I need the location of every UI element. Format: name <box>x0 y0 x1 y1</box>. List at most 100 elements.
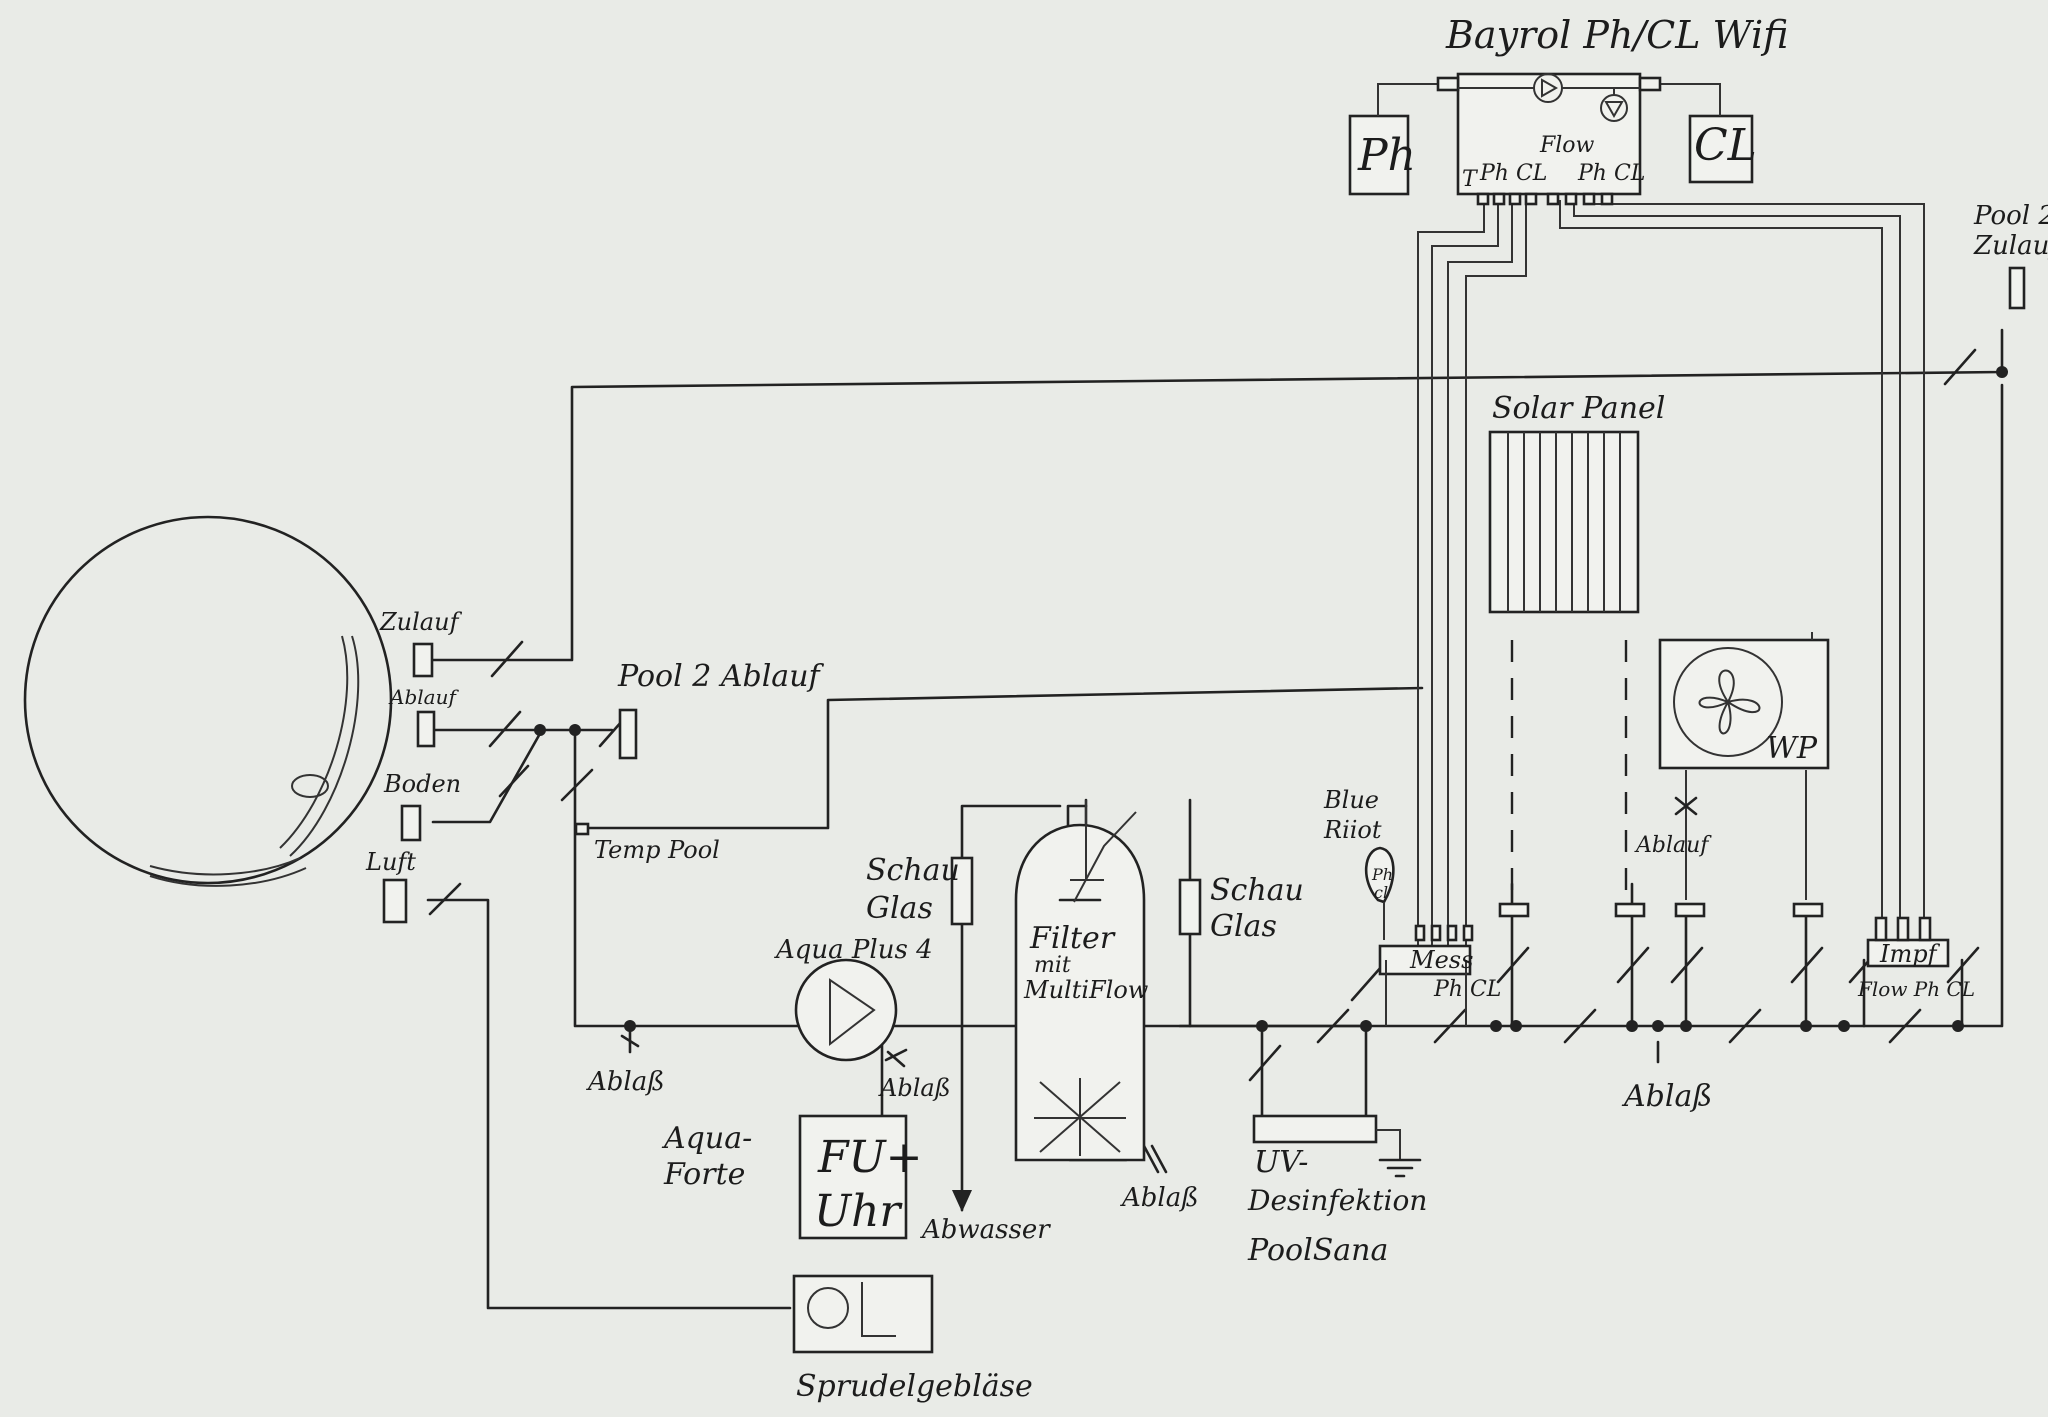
probe-cl-label: cl <box>1374 883 1388 902</box>
bayrol-controller <box>1348 72 1754 206</box>
ablauf-label: Ablauf <box>388 685 459 709</box>
temp-pool-label: Temp Pool <box>594 836 720 864</box>
pipe-return <box>1178 383 2004 1028</box>
sight-glass-left <box>950 856 974 926</box>
pool-bench <box>149 857 301 876</box>
mess-phcl-label: Ph CL <box>1433 977 1501 1002</box>
pool2-zulauf-label-2: Zulauf <box>1973 231 2048 261</box>
mess-label: Mess <box>1409 946 1473 974</box>
fitting-pool2-zulauf <box>2008 266 2026 310</box>
wp-valve-2 <box>1792 902 1824 918</box>
cl-canister-label: CL <box>1694 120 1757 171</box>
filter-label-3: MultiFlow <box>1023 976 1149 1004</box>
controller-title: Bayrol Ph/CL Wifi <box>1445 13 1788 57</box>
pipe-zulauf <box>431 328 2004 662</box>
solar-panel-box <box>1488 430 1640 614</box>
heat-pump-box <box>1658 638 1830 770</box>
pool-stairs <box>279 635 349 849</box>
aquaplus-label: Aqua Plus 4 <box>774 935 933 965</box>
solar-panel <box>1488 430 1640 614</box>
phcl-label-1: Ph CL <box>1479 161 1547 186</box>
wp-label: WP <box>1766 731 1818 766</box>
blue-riiot-label-1: Blue <box>1323 786 1379 814</box>
sand-filter <box>1014 800 1146 1162</box>
ablass-label-1: Ablaß <box>586 1067 665 1097</box>
fan-icon <box>1673 647 1783 757</box>
blower <box>792 1274 934 1354</box>
uv-label-2: Desinfektion <box>1247 1184 1427 1217</box>
impf-chamber <box>1866 938 1950 968</box>
fu-label-1: FU+ <box>817 1132 922 1183</box>
controller-ports <box>1476 192 1614 206</box>
dosing-cell <box>1866 916 1950 968</box>
aqua-forte-label-2: Forte <box>663 1157 745 1192</box>
uv-label-3: PoolSana <box>1247 1233 1388 1268</box>
fitting-ablauf <box>416 710 436 748</box>
aquaplus-pump <box>794 958 908 1240</box>
ph-canister-label: Ph <box>1357 130 1416 181</box>
pipe-boden <box>431 728 544 824</box>
aqua-forte-label-1: Aqua- <box>661 1121 752 1156</box>
ablass-label-2: Ablaß <box>878 1074 951 1102</box>
uv-box <box>1252 1114 1378 1144</box>
schau-glas-right-2: Glas <box>1210 909 1277 944</box>
luft-label: Luft <box>365 848 416 876</box>
fitting-boden <box>400 804 422 842</box>
wp-valve-1 <box>1674 902 1706 918</box>
fitting-zulauf <box>412 642 434 678</box>
schau-glas-right-1: Schau <box>1210 873 1304 908</box>
pool-outline <box>23 515 393 885</box>
dosing-line-1 <box>1559 200 1883 940</box>
mess-chamber <box>1378 944 1472 976</box>
uv-label-1: UV- <box>1254 1145 1308 1180</box>
ablass-label-3: Ablaß <box>1120 1183 1199 1213</box>
junction-dots <box>534 366 2008 1032</box>
abwasser-label: Abwasser <box>920 1215 1051 1245</box>
pipe-temp-sensor <box>580 686 1424 830</box>
impf-label: Impf <box>1879 940 1941 968</box>
ablass-label-4: Ablaß <box>1621 1079 1712 1114</box>
pool2-zulauf-label-1: Pool 2 <box>1973 201 2048 231</box>
pipe-abwasser <box>960 804 1062 1212</box>
ablauf-wp-label: Ablauf <box>1634 833 1712 858</box>
phcl-label-2: Ph CL <box>1577 161 1645 186</box>
solar-valve-2 <box>1614 902 1646 918</box>
fu-label-2: Uhr <box>814 1186 903 1237</box>
flow-label: Flow <box>1539 133 1595 158</box>
impf-flow-phcl-label: Flow Ph CL <box>1857 977 1975 1001</box>
pump-circle <box>794 958 898 1062</box>
pump-icon <box>829 978 876 1047</box>
sensor-line-1 <box>1417 200 1485 945</box>
fitting-pool2-ablauf <box>618 708 638 760</box>
boden-label: Boden <box>383 770 461 798</box>
sight-glass-right <box>1178 878 1202 936</box>
fu-uhr-box <box>798 1114 908 1240</box>
pool <box>23 515 393 887</box>
filter-label-1: Filter <box>1029 921 1116 956</box>
filter-label-2: mit <box>1034 953 1071 978</box>
pool2-ablauf-label: Pool 2 Ablauf <box>617 659 825 694</box>
fitting-luft <box>382 878 408 924</box>
blue-riiot-label-2: Riiot <box>1323 816 1382 844</box>
uv-disinfection <box>1252 1114 1422 1178</box>
blower-fan-icon <box>807 1287 849 1329</box>
pipe-luft <box>426 898 792 1310</box>
schau-glas-left-2: Glas <box>866 891 933 926</box>
temp-sensor <box>574 822 590 836</box>
zulauf-label: Zulauf <box>379 608 463 636</box>
blue-riiot-probe <box>1364 846 1395 904</box>
labels: Bayrol Ph/CL Wifi Ph CL Flow T Ph CL Ph … <box>365 13 2048 1404</box>
bottom-drain <box>291 774 329 798</box>
measurement-cell <box>1364 846 1824 1026</box>
controller-box <box>1456 72 1642 196</box>
probe-ph-label: Ph <box>1371 865 1393 884</box>
sprudel-label: Sprudelgebläse <box>796 1369 1033 1404</box>
t-label: T <box>1462 167 1479 192</box>
solar-panel-label: Solar Panel <box>1492 391 1665 426</box>
heat-pump <box>1658 632 1830 770</box>
schau-glas-left-1: Schau <box>866 853 960 888</box>
pool-fittings <box>382 266 2026 924</box>
solar-valve-1 <box>1498 902 1530 918</box>
